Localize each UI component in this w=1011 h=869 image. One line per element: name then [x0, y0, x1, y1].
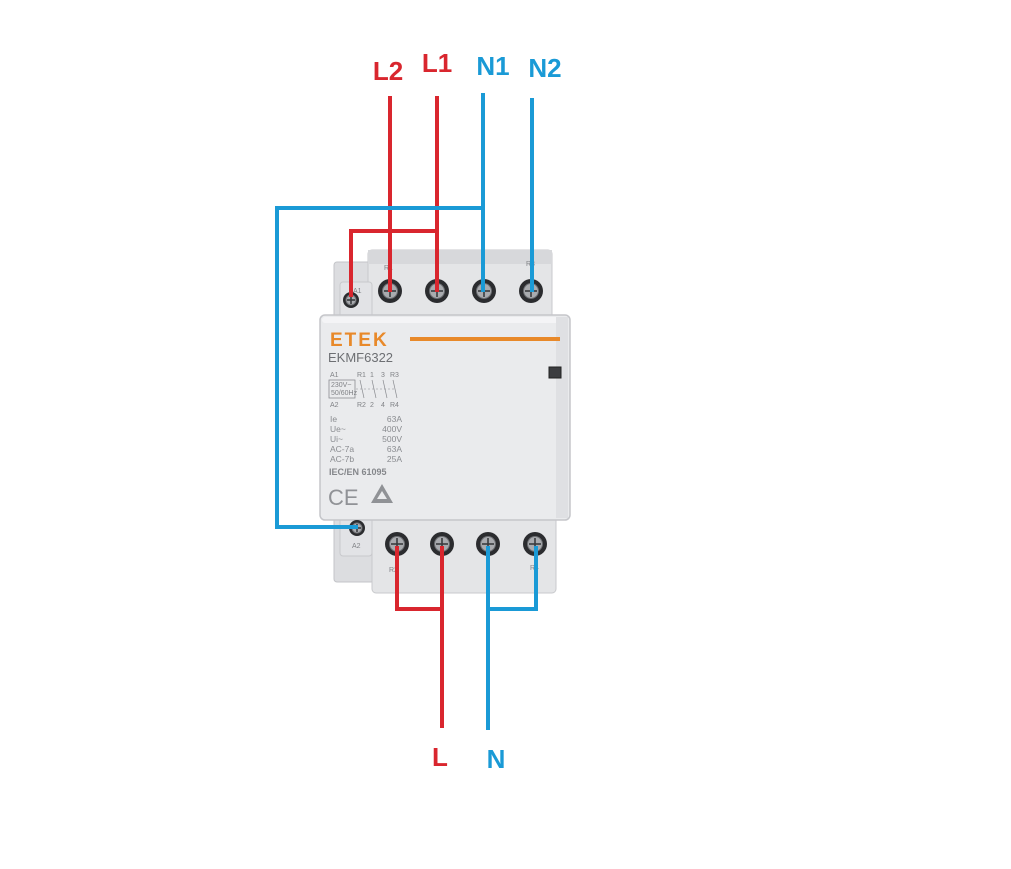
schematic-1: 1: [370, 372, 374, 379]
terminal-r2-mark: R2: [389, 567, 398, 574]
label-n1: N1: [476, 51, 509, 81]
screw-bottom-3: [476, 532, 500, 556]
label-n: N: [487, 744, 506, 774]
wire-l1-to-a1: [349, 229, 439, 297]
top-terminal-strip: [368, 250, 552, 264]
spec-value-4: 25A: [387, 454, 402, 464]
wiring: [275, 93, 538, 730]
spec-name-0: Ie: [330, 414, 337, 424]
label-l: L: [432, 742, 448, 772]
schematic-r3: R3: [390, 372, 399, 379]
front-panel-highlight: [322, 317, 568, 323]
spec-name-2: Ui~: [330, 434, 343, 444]
front-panel: [319, 314, 571, 521]
schematic-voltage: 230V~: [331, 382, 351, 389]
brand-logo: ETEK: [330, 330, 389, 351]
spec-name-4: AC-7b: [330, 454, 354, 464]
spec-name-1: Ue~: [330, 424, 346, 434]
terminal-a1-mark: A1: [353, 288, 362, 295]
spec-value-2: 500V: [382, 434, 402, 444]
screw-bottom-4: [523, 532, 547, 556]
coil-schematic: A1 230V~ 50/60Hz A2 R1 1 3 R3 R2 2 4 R4: [328, 372, 399, 409]
schematic-2: 2: [370, 402, 374, 409]
wire-n-bridge: [486, 546, 538, 611]
spec-value-0: 63A: [387, 414, 402, 424]
wire-n1-to-a2: [275, 206, 485, 529]
wire-l-bridge: [395, 546, 444, 611]
schematic-3: 3: [381, 372, 385, 379]
label-l1: L1: [422, 48, 452, 78]
label-n2: N2: [528, 53, 561, 83]
spec-value-3: 63A: [387, 444, 402, 454]
schematic-r4: R4: [390, 402, 399, 409]
spec-value-1: 400V: [382, 424, 402, 434]
contactor: ETEK EKMF6322 A1 230V~ 50/60Hz A2 R1 1 3…: [319, 249, 571, 594]
schematic-r1: R1: [357, 372, 366, 379]
terminal-a2-mark: A2: [352, 543, 361, 550]
schematic-4: 4: [381, 402, 385, 409]
standard-label: IEC/EN 61095: [329, 467, 387, 477]
label-l2: L2: [373, 56, 403, 86]
schematic-a2: A2: [330, 402, 339, 409]
schematic-freq: 50/60Hz: [331, 390, 358, 397]
spec-name-3: AC-7a: [330, 444, 354, 454]
schematic-a1: A1: [330, 372, 339, 379]
ce-mark: CE: [328, 485, 359, 510]
schematic-r2: R2: [357, 402, 366, 409]
screw-bottom-2: [430, 532, 454, 556]
model-number: EKMF6322: [328, 350, 393, 365]
front-panel-shade: [556, 317, 568, 518]
screw-bottom-1: [385, 532, 409, 556]
delta-mark-icon: [371, 484, 393, 503]
spec-table: Ie 63A Ue~ 400V Ui~ 500V AC-7a 63A AC-7b…: [329, 414, 402, 477]
status-indicator: [548, 366, 562, 379]
